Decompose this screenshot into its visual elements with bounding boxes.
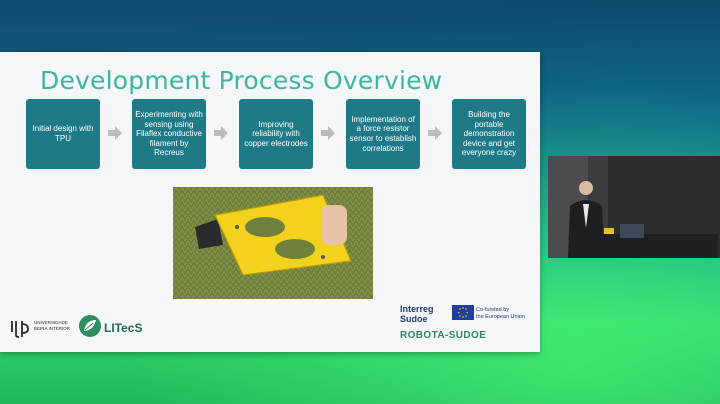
arrow-right-icon <box>321 126 335 140</box>
ubi-text-line-2: BEIRA INTERIOR <box>34 325 71 331</box>
interreg-line-2: Sudoe <box>400 314 428 324</box>
arrow-right-icon <box>214 126 228 140</box>
interreg-logo-block: Interreg Sudoe Co-funded by the European… <box>400 304 540 348</box>
step-2-text: Experimenting with sensing using Filafle… <box>135 110 203 158</box>
ubi-logo-text: UNIVERSIDADE BEIRA INTERIOR <box>34 320 70 331</box>
arrow-right-icon <box>108 126 122 140</box>
gripper-photo <box>173 187 373 299</box>
step-5-text: Building the portable demonstration devi… <box>461 110 517 158</box>
ubi-text-line-1: UNIVERSIDADE <box>34 320 68 325</box>
presentation-slide: Development Process Overview Initial des… <box>0 52 540 352</box>
step-3-box: Improving reliability with copper electr… <box>239 99 313 169</box>
ubi-logo-icon <box>11 321 29 338</box>
step-1-box: Initial design with TPU <box>26 99 100 169</box>
interreg-name: Interreg Sudoe <box>400 304 434 324</box>
step-2-box: Experimenting with sensing using Filafle… <box>132 99 206 169</box>
robota-sudoe-logo: ROBOTA-SUDOE <box>400 330 487 341</box>
litecs-logo-text: LITecS <box>104 321 143 335</box>
eu-flag-icon <box>452 305 474 320</box>
step-3-text: Improving reliability with copper electr… <box>244 119 308 148</box>
step-5-box: Building the portable demonstration devi… <box>452 99 526 169</box>
arrow-right-icon <box>428 126 442 140</box>
cofunded-line-2: the European Union <box>476 313 525 320</box>
cofunded-text: Co-funded by the European Union <box>476 307 525 320</box>
litecs-leaf-icon <box>79 315 101 337</box>
step-1-text: Initial design with TPU <box>32 124 94 143</box>
step-4-text: Implementation of a force resistor senso… <box>349 114 417 153</box>
university-logos: UNIVERSIDADE BEIRA INTERIOR LITecS <box>10 312 150 344</box>
slide-title: Development Process Overview <box>40 66 443 95</box>
cofunded-line-1: Co-funded by <box>476 307 510 313</box>
speaker-video-feed <box>548 156 720 258</box>
step-4-box: Implementation of a force resistor senso… <box>346 99 420 169</box>
interreg-line-1: Interreg <box>400 304 434 314</box>
